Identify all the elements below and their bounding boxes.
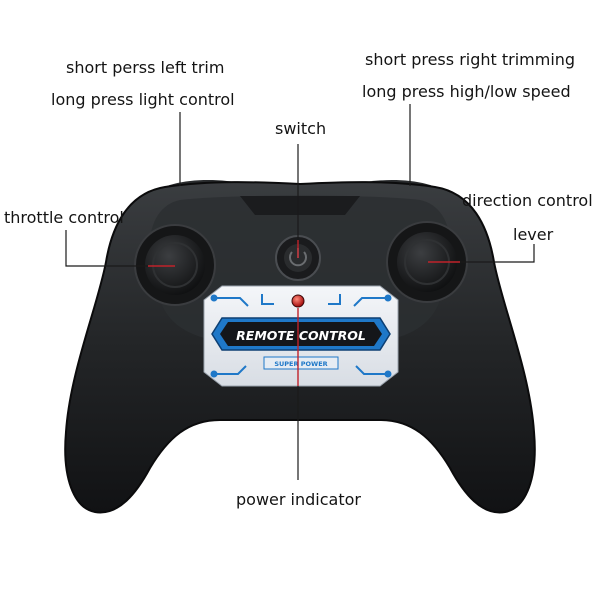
label-speed-control: long press high/low speed bbox=[362, 82, 571, 101]
label-left-trim: short perss left trim bbox=[66, 58, 225, 77]
leader-throttle bbox=[65, 230, 148, 267]
label-right-trim: short press right trimming bbox=[365, 50, 576, 69]
logo-title: REMOTE CONTROL bbox=[236, 328, 366, 343]
logo-banner-inner bbox=[220, 322, 382, 346]
leader-pointers bbox=[148, 240, 460, 386]
leader-lines bbox=[65, 104, 535, 480]
label-direction-control: direction control bbox=[462, 191, 593, 210]
label-switch: switch bbox=[275, 119, 327, 138]
power-icon bbox=[289, 251, 307, 267]
label-throttle-control: throttle control bbox=[4, 208, 124, 227]
label-power-indicator: power indicator bbox=[236, 490, 361, 509]
left-joystick-grip bbox=[152, 242, 198, 288]
top-center-ridge bbox=[240, 196, 360, 215]
logo-subtitle: SUPER POWER bbox=[274, 360, 327, 368]
label-light-control: long press light control bbox=[51, 90, 235, 109]
circuit-decoration bbox=[210, 294, 392, 378]
label-direction-lever: lever bbox=[513, 225, 554, 244]
logo-sub-banner bbox=[263, 356, 339, 370]
power-indicator-led bbox=[291, 294, 305, 308]
leader-direction bbox=[460, 244, 535, 263]
